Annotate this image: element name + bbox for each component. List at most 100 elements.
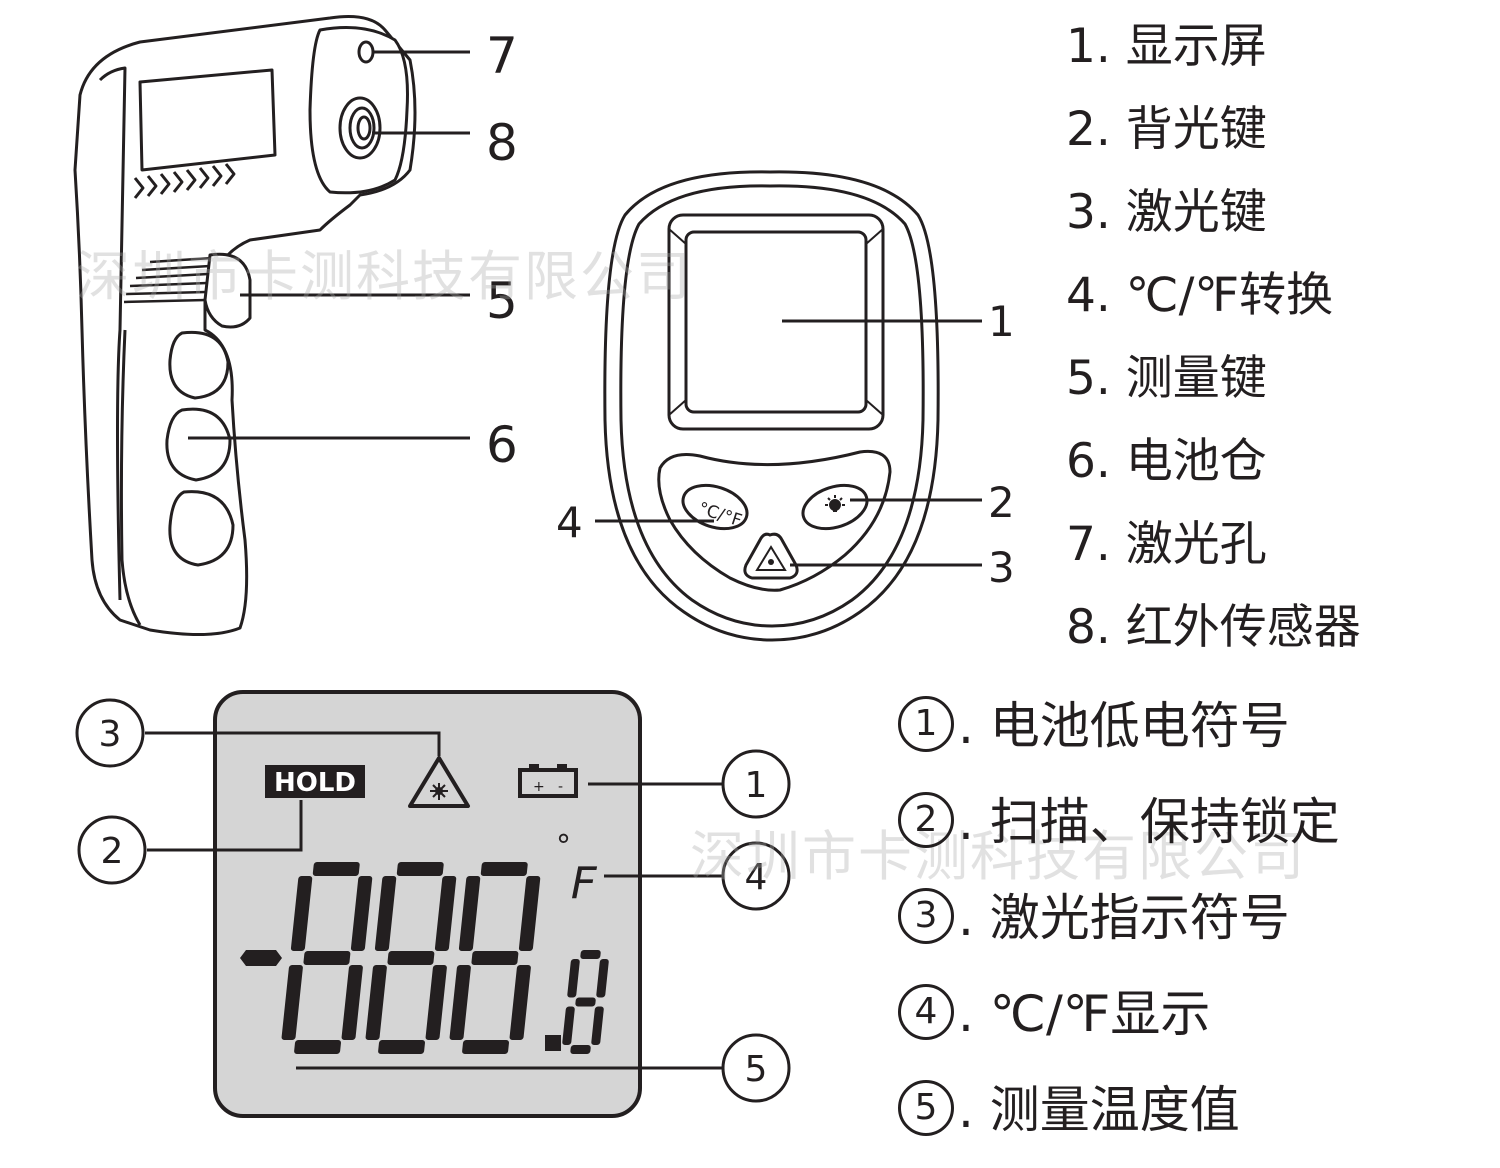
lcd-segment [312, 862, 360, 876]
lcd-segment [570, 1045, 591, 1054]
lcd-legend-item: 2. 扫描、保持锁定 [898, 784, 1340, 880]
lcd-legend-item: 1. 电池低电符号 [898, 688, 1340, 784]
lcd-segment [434, 876, 457, 951]
legend-item: 5. 测量键 [1066, 351, 1267, 406]
lcd-segment [575, 997, 596, 1007]
lcd-digit [281, 862, 373, 1054]
front-leaders [595, 319, 982, 567]
front-callout-1: 1 [988, 297, 1015, 346]
lcd-digit [449, 862, 541, 1054]
lcd-laser-icon [408, 756, 470, 808]
unit-toggle-button [681, 483, 749, 531]
callout-5: 5 [486, 272, 518, 330]
lcd-segment [365, 965, 387, 1040]
lcd-legend-num: 4 [898, 983, 954, 1040]
lcd-digit [365, 862, 457, 1054]
lcd-callout-4: 4 [745, 857, 768, 898]
lcd-segment [580, 950, 601, 959]
lcd-legend-item: 4. ℃/℉显示 [898, 976, 1340, 1072]
laser-hole [357, 40, 375, 64]
gun-display [138, 68, 277, 172]
lcd-legend-num: 5 [898, 1079, 954, 1136]
lcd-legend: 1. 电池低电符号 2. 扫描、保持锁定 3. 激光指示符号 4. ℃/℉显示 … [898, 688, 1340, 1168]
lcd-legend-text: . 扫描、保持锁定 [958, 793, 1340, 851]
lcd-segment [591, 1006, 604, 1045]
lcd-callouts [75, 698, 791, 1103]
lcd-segment [458, 876, 481, 951]
lcd-detail: HOLD + - ° F [75, 690, 791, 1118]
lcd-segment [374, 876, 397, 951]
battery-icon [518, 764, 578, 798]
bulb-icon [825, 495, 845, 512]
grip-bump-2 [165, 407, 232, 482]
laser-warning-icon [755, 545, 787, 571]
legend-item: 1. 显示屏 [1066, 19, 1267, 74]
lcd-segment [462, 1040, 509, 1054]
lcd-segment [294, 1040, 341, 1054]
thermometer-gun [73, 15, 417, 636]
legend-item: 4. ℃/℉转换 [1066, 268, 1334, 323]
front-inner-shell [619, 184, 925, 628]
lcd-segment [509, 965, 531, 1040]
hold-badge [265, 765, 365, 798]
lcd-legend-item: 3. 激光指示符号 [898, 880, 1340, 976]
lcd-degree: ° [556, 829, 571, 864]
lcd-leaders [145, 731, 722, 1070]
lcd-segment [281, 965, 303, 1040]
lcd-callout-1: 1 [745, 765, 768, 806]
callout-6: 6 [486, 416, 518, 474]
legend-item: 7. 激光孔 [1066, 517, 1267, 572]
lcd-legend-text: . ℃/℉显示 [958, 985, 1211, 1043]
seven-seg-display [240, 862, 609, 1054]
ir-sensor [338, 96, 382, 160]
trigger [203, 252, 252, 329]
lcd-segment [567, 959, 580, 998]
front-callout-4: 4 [556, 498, 583, 547]
battery-plus: + [533, 779, 545, 795]
gun-leaders [188, 50, 470, 440]
callout-8: 8 [486, 114, 518, 172]
lcd-segment [290, 876, 313, 951]
lcd-segment [562, 1006, 575, 1045]
lcd-unit-f: F [570, 858, 598, 909]
lcd-callout-5: 5 [745, 1049, 768, 1090]
lcd-legend-num: 1 [898, 695, 954, 752]
battery-minus: - [558, 779, 563, 795]
lcd-segment [378, 1040, 425, 1054]
lcd-digit-small [562, 950, 609, 1054]
lcd-legend-item: 5. 测量温度值 [898, 1072, 1340, 1168]
lcd-segment [303, 951, 351, 965]
lcd-legend-text: . 测量温度值 [958, 1081, 1240, 1139]
lcd-legend-num: 3 [898, 887, 954, 944]
legend-item: 3. 激光键 [1066, 185, 1267, 240]
legend-item: 6. 电池仓 [1066, 434, 1267, 489]
front-callout-2: 2 [988, 478, 1015, 527]
lcd-legend-num: 2 [898, 791, 954, 848]
front-panel [603, 170, 940, 642]
lcd-segment [596, 959, 609, 998]
lcd-segment [341, 965, 363, 1040]
callout-7: 7 [486, 27, 518, 85]
lcd-segment [449, 965, 471, 1040]
lcd-segment [350, 876, 373, 951]
button-pad [657, 449, 892, 592]
lcd-callout-2: 2 [101, 831, 124, 872]
hold-label: HOLD [274, 768, 356, 798]
lcd-legend-text: . 电池低电符号 [958, 697, 1290, 755]
grip-bump-1 [168, 330, 230, 400]
decimal-point [545, 1035, 561, 1051]
laser-button [743, 532, 799, 580]
lcd-segment [425, 965, 447, 1040]
lcd-segment [396, 862, 444, 876]
lcd-segment [387, 951, 435, 965]
backlight-button [801, 483, 869, 531]
lcd-legend-text: . 激光指示符号 [958, 889, 1290, 947]
front-callout-3: 3 [988, 543, 1015, 592]
parts-legend: 1. 显示屏 2. 背光键 3. 激光键 4. ℃/℉转换 5. 测量键 6. … [1066, 12, 1361, 676]
vent-chevrons [133, 163, 236, 199]
minus-segment [240, 950, 282, 966]
lcd-segment [480, 862, 528, 876]
legend-item: 8. 红外传感器 [1066, 600, 1361, 655]
grip-bump-3 [168, 490, 235, 567]
